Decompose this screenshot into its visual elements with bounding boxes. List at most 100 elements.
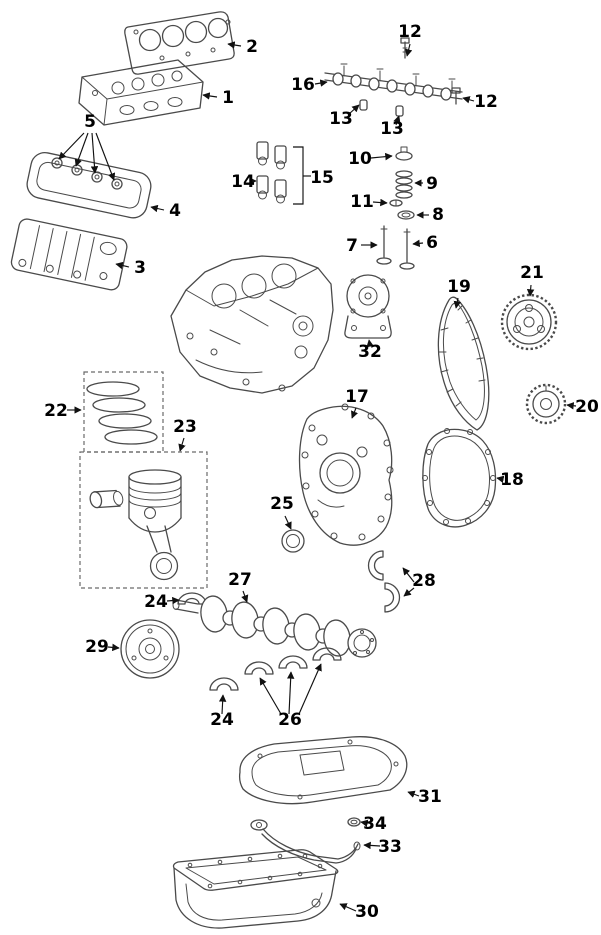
leader-4 [150,204,165,213]
callout-21: 21 [520,263,544,283]
leader-23 [178,437,186,452]
leader-26a [259,677,282,715]
leader-12b [462,96,475,104]
exhaust-valve [399,228,415,270]
callout-1: 1 [222,88,234,108]
callout-8: 8 [432,205,444,225]
rear-cover-gasket [422,428,497,528]
leader-5b [74,132,89,167]
leader-26b [286,671,295,715]
oil-pan [172,849,339,929]
callout-10: 10 [348,149,372,169]
callout-24-upper: 24 [144,592,168,612]
leader-lines [58,41,577,912]
leader-24b [218,694,227,715]
leader-20 [566,402,577,410]
callout-12-top: 12 [398,22,422,42]
leader-5d [95,132,116,181]
crankshaft-sprocket [525,383,567,425]
leader-1 [202,92,218,100]
callout-31: 31 [418,787,442,807]
callout-30: 30 [355,902,379,922]
callout-25: 25 [270,494,294,514]
leader-29 [107,643,120,652]
camshaft-sprocket [500,293,558,351]
gasket-grommets [51,157,123,190]
leader-6 [412,239,424,248]
leader-24a [166,596,180,605]
callout-16: 16 [291,75,315,95]
leader-25 [284,515,292,530]
leader-26c [298,663,322,715]
callout-19: 19 [447,277,471,297]
leader-30 [339,903,357,912]
piston-ring-set [83,371,164,453]
valve-stem-seal [397,210,415,220]
callout-6: 6 [426,233,438,253]
dowel-pins [359,99,404,117]
oil-pickup-tube [250,819,361,864]
callout-7: 7 [346,236,358,256]
callout-32: 32 [358,342,382,362]
leader-28a [402,567,415,583]
callout-20: 20 [575,397,599,417]
head-gasket [124,11,235,75]
callout-13-left: 13 [329,109,353,129]
timing-chain [437,296,490,431]
leader-19 [453,297,461,309]
callout-9: 9 [426,174,438,194]
leader-21 [526,284,535,297]
callout-33: 33 [378,837,402,857]
leader-32 [366,339,374,348]
leader-27 [241,590,249,603]
leader-11 [372,198,388,207]
leader-33 [363,841,381,850]
leader-3 [115,261,130,270]
crankshaft [172,595,377,658]
oil-pump [344,274,392,339]
callout-3: 3 [134,258,146,278]
bracket-15 [293,146,304,205]
main-bearing-shells [244,647,342,675]
valve-spring [395,170,413,199]
rocker-arm-assembly [324,63,463,101]
leader-28b [403,587,415,597]
front-crank-seal [281,529,305,553]
callout-24-lower: 24 [210,710,234,730]
callout-18: 18 [500,470,524,490]
callout-15: 15 [310,168,334,188]
callout-34: 34 [363,814,387,834]
callout-29: 29 [85,637,109,657]
valve-cover-gasket [26,151,152,219]
bearing-shells-upper [367,550,401,613]
callout-2: 2 [246,37,258,57]
callout-4: 4 [169,201,181,221]
leader-2 [227,41,242,49]
callout-12-right: 12 [474,92,498,112]
upper-oil-pan [238,736,408,805]
valve-keepers [389,199,403,207]
engine-block [170,255,334,394]
callout-27: 27 [228,570,252,590]
leader-17 [351,407,358,419]
callout-14: 14 [231,172,255,192]
intake-valve [376,225,392,265]
leader-13b [393,115,401,126]
leader-5a [58,132,85,160]
callout-23: 23 [173,417,197,437]
valve-lifters [256,141,287,204]
piston-and-rod [79,451,208,589]
thrust-bearing-lower [209,677,239,691]
callout-26: 26 [278,710,302,730]
callout-5: 5 [84,112,96,132]
callout-13-right: 13 [380,119,404,139]
leader-13a [348,104,360,115]
timing-cover [298,403,394,546]
leader-5c [90,132,99,174]
callout-28: 28 [412,571,436,591]
damper-pulley [120,619,180,679]
leader-10 [370,152,393,161]
callout-11: 11 [350,192,374,212]
